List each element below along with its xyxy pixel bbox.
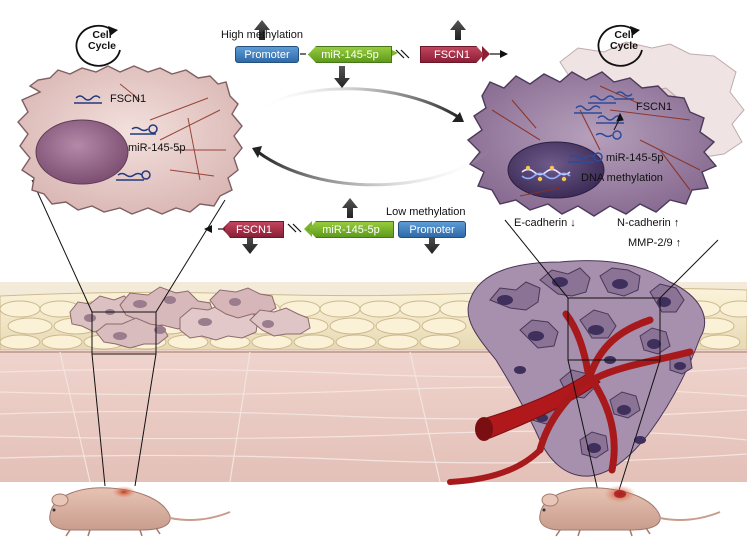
right-fscn1-label: FSCN1 [636, 101, 673, 113]
zoom-lines [31, 179, 719, 501]
right-cell-cycle-line1: Cell [614, 29, 634, 41]
cell-cycle-icon-right [597, 24, 643, 67]
mmp-label: MMP-2/9 ↑ [628, 237, 682, 249]
left-mirna-icon-2 [116, 170, 151, 181]
right-cell [466, 41, 745, 217]
left-fscn1-mrna-icon [74, 95, 102, 104]
left-mirna-icon [130, 124, 158, 135]
bottom-pathway-title: Low methylation [386, 206, 466, 218]
top-pathway-graphics [254, 20, 508, 88]
top-mirna-box: miR-145-5p [308, 46, 392, 63]
cell-cycle-icon-left [75, 24, 121, 67]
dna-methylation-label: DNA methylation [581, 172, 663, 184]
left-cell-cycle-label: Cell Cycle [82, 30, 122, 52]
right-fscn1-mrna-icon [574, 91, 634, 124]
ncadherin-label: N-cadherin ↑ [617, 217, 680, 229]
bottom-promoter-box: Promoter [398, 221, 466, 238]
normal-cell-cluster [69, 286, 311, 349]
bottom-mirna-box: miR-145-5p [308, 221, 394, 238]
mouse-left [49, 486, 231, 537]
left-cell [17, 65, 243, 215]
right-mirna-label: miR-145-5p [606, 152, 664, 164]
left-fscn1-label: FSCN1 [110, 93, 147, 105]
top-promoter-box: Promoter [235, 46, 299, 63]
top-pathway-title: High methylation [221, 29, 303, 41]
right-mirna-icon [568, 130, 622, 163]
mouse-right [539, 485, 721, 537]
bottom-pathway-graphics [204, 198, 440, 254]
left-cell-cycle-line1: Cell [92, 29, 112, 41]
left-mirna-label: miR-145-5p [128, 142, 186, 154]
transition-arrows [252, 87, 491, 187]
ecadherin-label: E-cadherin ↓ [514, 217, 576, 229]
blood-vessel [447, 310, 694, 485]
top-fscn1-box: FSCN1 [420, 46, 484, 63]
dna-methylation-icon [521, 165, 571, 182]
right-cell-cycle-line2: Cycle [609, 40, 639, 52]
right-cell-cycle-label: Cell Cycle [604, 30, 644, 52]
left-cell-cycle-line2: Cycle [87, 40, 117, 52]
bottom-fscn1-box: FSCN1 [224, 221, 284, 238]
